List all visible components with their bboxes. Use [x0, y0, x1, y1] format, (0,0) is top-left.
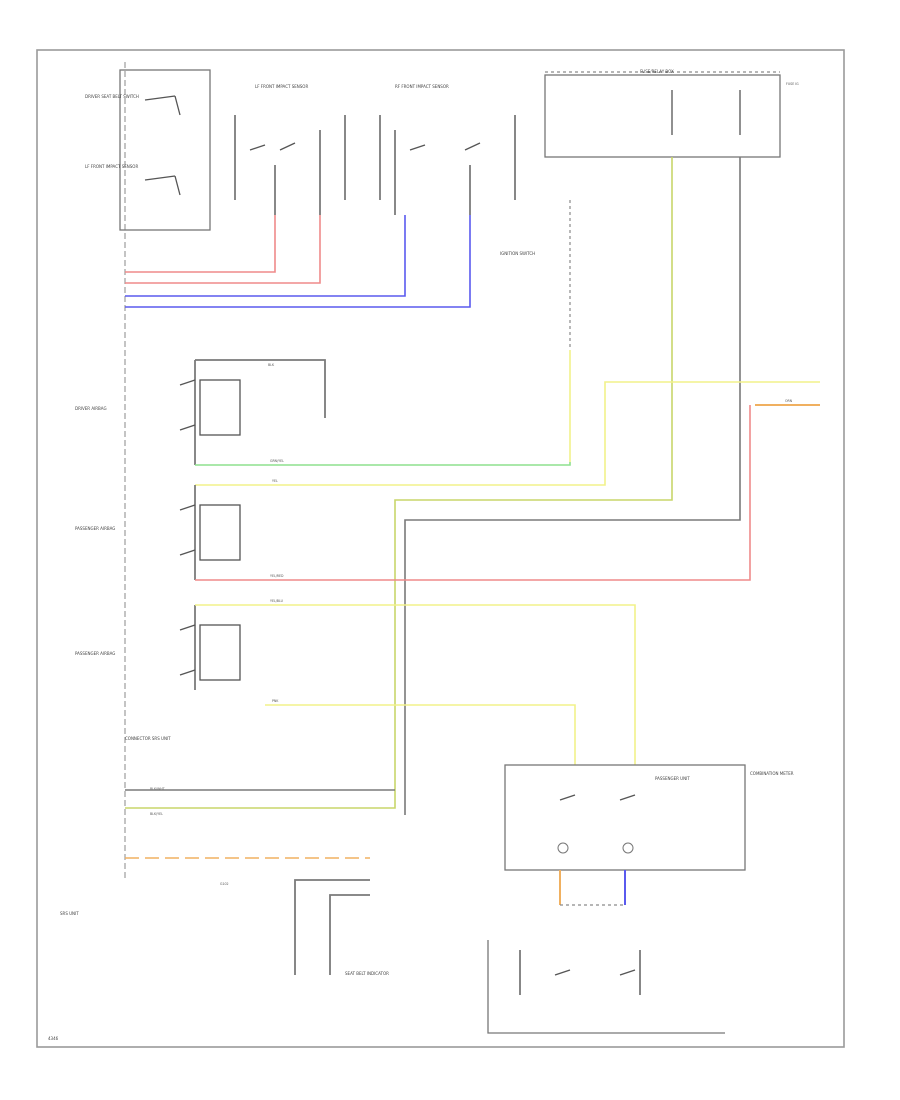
label-connector-srs: CONNECTOR SRS UNIT [125, 736, 171, 741]
wire-red-long [195, 405, 751, 581]
label-combination-meter: COMBINATION METER [750, 771, 794, 776]
label-lf-front-impact-sensor: LF FRONT IMPACT SENSOR [85, 164, 138, 169]
wire-black-fuse [404, 157, 741, 815]
rf-impact-sensor-block: RF FRONT IMPACT SENSOR [379, 84, 516, 215]
passenger-unit-block: PASSENGER UNIT COMBINATION METER [504, 764, 794, 871]
wire-olive-fuse [125, 157, 673, 809]
wire-blue-1 [125, 215, 406, 297]
wire-yellow-long [195, 381, 820, 486]
label-wire-blk-1: BLK [268, 363, 275, 367]
label-lf-front-impact-sensor-top: LF FRONT IMPACT SENSOR [255, 84, 308, 89]
label-rf-front-impact-sensor-top: RF FRONT IMPACT SENSOR [395, 84, 449, 89]
wire-yellow-mid [195, 604, 636, 765]
wire-green [195, 462, 571, 466]
driver-airbag-block: DRIVER AIRBAG BLK [75, 359, 326, 465]
label-wire-grn-yel: GRN/YEL [270, 459, 284, 463]
label-passenger-airbag-1: PASSENGER AIRBAG [75, 526, 115, 531]
label-fuse-ig: FUSE IG [786, 82, 799, 86]
wire-pnk [265, 704, 576, 765]
wire-red-1 [125, 215, 276, 273]
label-seat-belt-ind: SEAT BELT INDICATOR [345, 971, 389, 976]
lower-middle-ground: SEAT BELT INDICATOR [294, 879, 389, 976]
label-driver-airbag: DRIVER AIRBAG [75, 406, 107, 411]
label-wire-yel-red: YEL/RED [270, 574, 284, 578]
passenger-airbag-block-1: PASSENGER AIRBAG [75, 485, 241, 580]
label-passenger-unit: PASSENGER UNIT [655, 776, 690, 781]
label-wire-blk-wht: BLK/WHT [150, 787, 165, 791]
label-g102: G102 [220, 882, 229, 886]
label-driver-seat-belt-switch: DRIVER SEAT BELT SWITCH [85, 94, 139, 99]
label-fuse-relay-box: FUSE/RELAY BOX [640, 69, 674, 74]
label-wire-pnk: PNK [272, 699, 279, 703]
driver-seat-belt-switch-block: DRIVER SEAT BELT SWITCH LF FRONT IMPACT … [85, 69, 211, 231]
label-wire-yel-1: YEL [272, 479, 278, 483]
passenger-airbag-block-2: PASSENGER AIRBAG [75, 605, 241, 690]
label-wire-yel-blu: YEL/BLU [270, 599, 284, 603]
label-wire-blk-yel: BLK/YEL [150, 812, 163, 816]
lf-impact-sensor-block: LF FRONT IMPACT SENSOR [234, 84, 346, 215]
label-ignition-switch: IGNITION SWITCH [500, 251, 535, 256]
diagram-frame [36, 49, 845, 1048]
label-srs-unit: SRS UNIT [60, 911, 79, 916]
footer-page-code: 4346 [48, 1036, 59, 1041]
wire-red-2 [125, 215, 321, 284]
wire-blue-2 [125, 215, 471, 308]
combination-meter-block [487, 940, 725, 1034]
label-passenger-airbag-2: PASSENGER AIRBAG [75, 651, 115, 656]
fuse-relay-box: FUSE/RELAY BOX FUSE IG [544, 69, 799, 158]
label-wire-orn: ORN [785, 399, 793, 403]
ignition-chain: IGNITION SWITCH [500, 200, 571, 350]
